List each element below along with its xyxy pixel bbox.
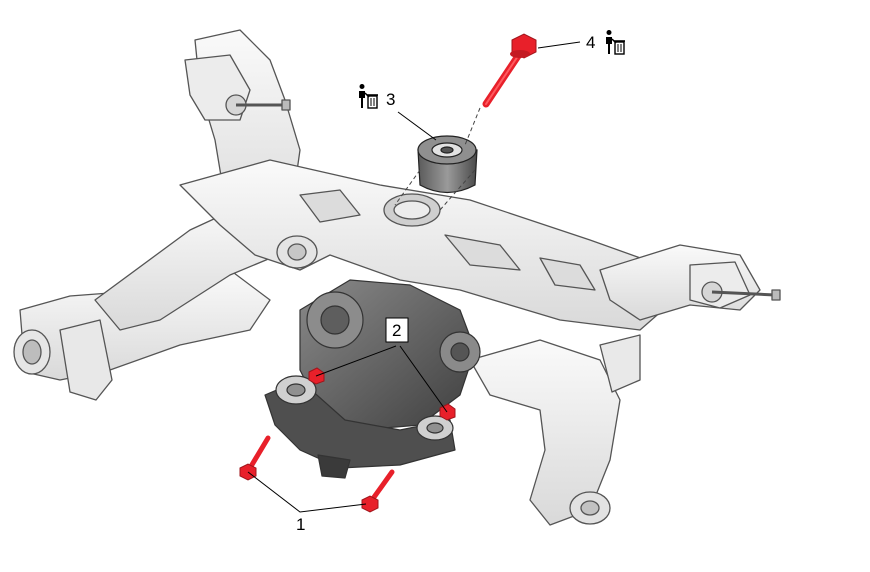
disposal-icon	[606, 30, 625, 55]
disposal-icon	[359, 84, 378, 109]
differential-bushing	[417, 135, 478, 194]
left-arm-bracket	[59, 319, 113, 401]
bushing-bolt	[482, 33, 537, 108]
lower-bolt-right-head	[361, 495, 379, 513]
rear-differential	[264, 279, 481, 479]
mount-bolt-right-head	[439, 403, 456, 421]
lower-mount-bolts	[239, 435, 395, 513]
lower-bolt-left-shank	[247, 435, 271, 471]
lower-bolt-right-shank	[369, 469, 395, 503]
callout-1: 1	[296, 515, 305, 534]
leader-lines	[247, 41, 581, 513]
leader-4	[537, 41, 581, 49]
callout-2: 2	[392, 321, 401, 340]
leader-2a	[315, 345, 397, 377]
install-guide-lines	[394, 107, 481, 211]
differential-mount-bracket	[264, 379, 456, 469]
leader-3	[397, 111, 437, 141]
leader-1	[247, 471, 367, 513]
callout-4: 4	[586, 33, 595, 52]
leader-2b	[399, 345, 448, 413]
callout-2-box: 2	[385, 317, 409, 343]
callout-3: 3	[386, 90, 395, 109]
cross-member-cutout	[444, 234, 521, 271]
right-lower-control-arm	[469, 339, 621, 526]
subframe	[13, 29, 781, 526]
